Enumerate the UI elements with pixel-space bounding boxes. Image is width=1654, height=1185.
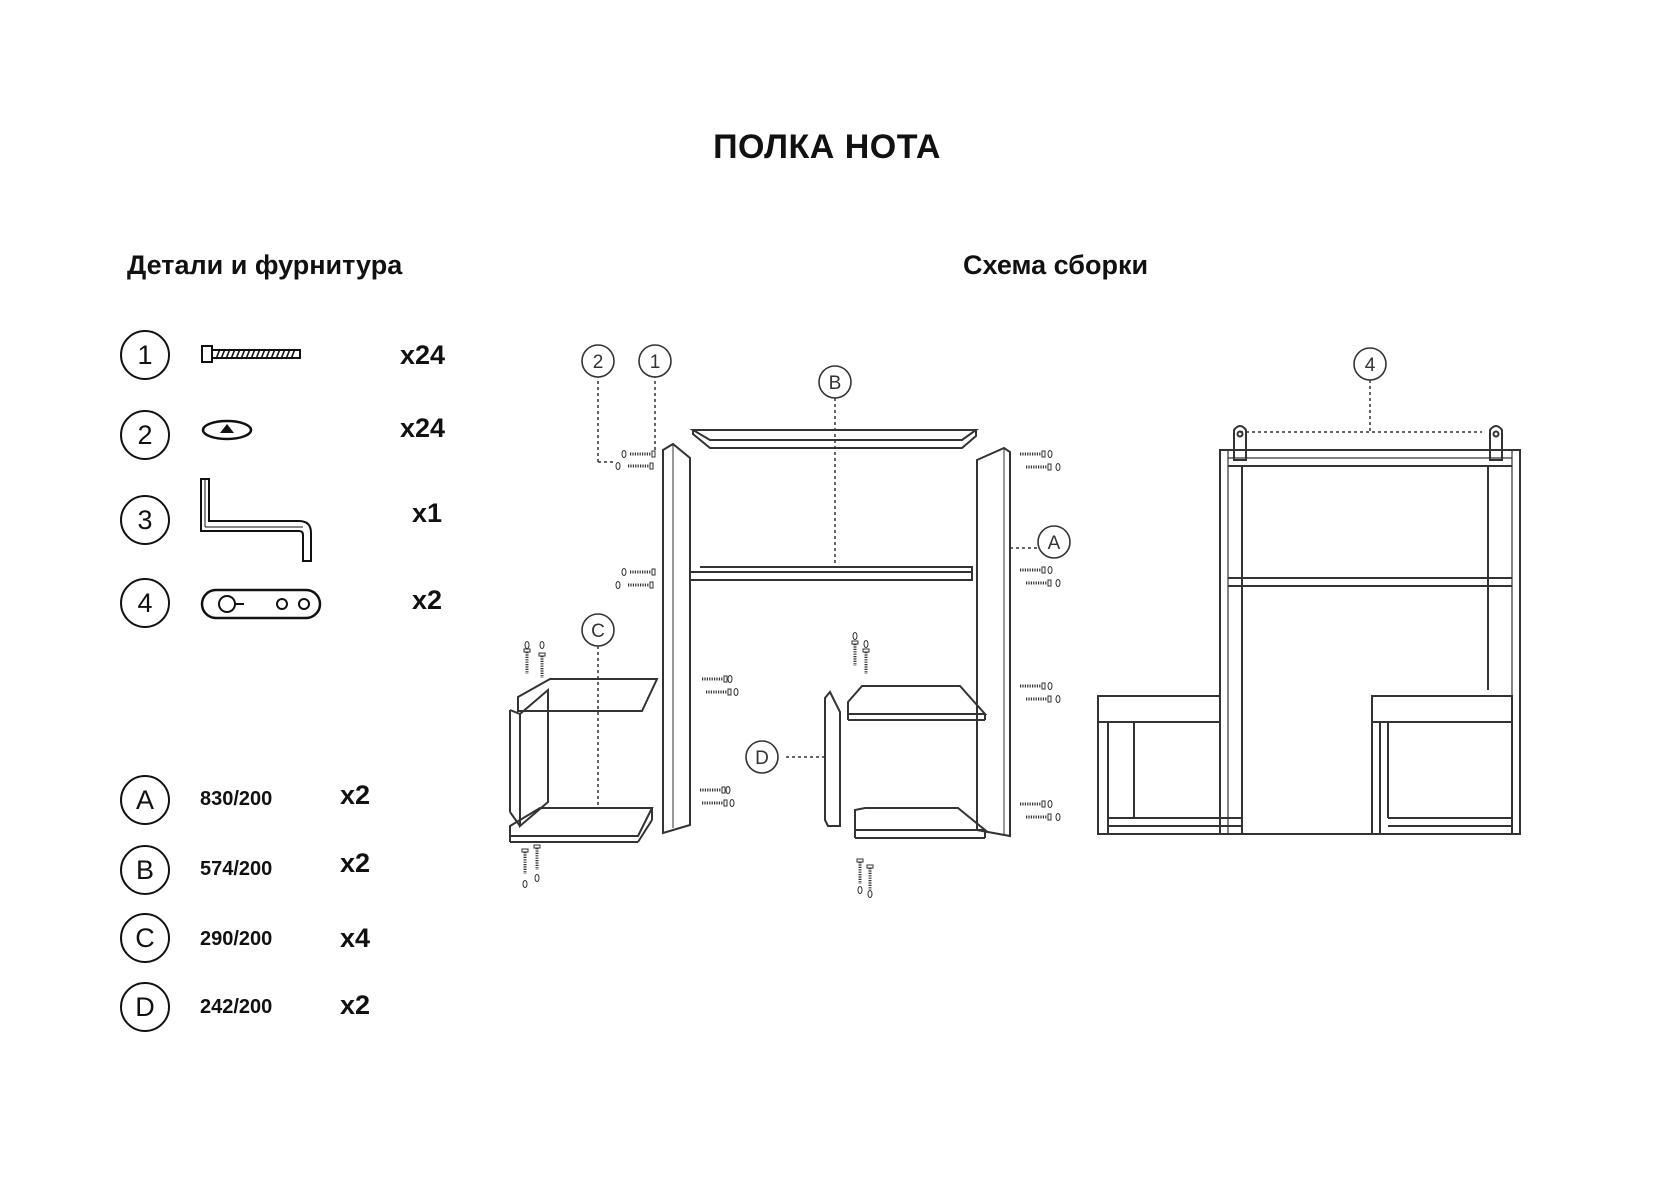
- panel-item-a: A: [120, 775, 170, 825]
- hardware-qty-1: x24: [400, 340, 446, 370]
- hardware-item-1: 1: [120, 330, 170, 380]
- parts-section-title: Детали и фурнитура: [127, 250, 403, 280]
- top-shelf: [689, 429, 980, 441]
- hardware-item-3: 3: [120, 495, 170, 545]
- panel-size-b: 574/200: [200, 858, 273, 880]
- panel-letter: B: [120, 845, 170, 895]
- label-screw: 1: [650, 352, 661, 373]
- panel-qty-a: x2: [340, 780, 371, 810]
- scheme-section-title: Схема сборки: [963, 250, 1149, 280]
- panel-item-c: C: [120, 913, 170, 963]
- hardware-qty-2: x24: [400, 413, 446, 443]
- hardware-item-2: 2: [120, 410, 170, 460]
- hex-key-icon: [200, 478, 312, 562]
- panel-letter: D: [120, 982, 170, 1032]
- label-panel-a: A: [1048, 533, 1061, 554]
- panel-qty-d: x2: [340, 990, 371, 1020]
- hardware-qty-3: x1: [412, 498, 443, 528]
- label-panel-c: C: [591, 621, 605, 642]
- screw-cap-icon: [201, 419, 253, 441]
- hanging-bracket-icon: [200, 588, 322, 620]
- screw-icon: [201, 345, 301, 363]
- hardware-number: 1: [120, 330, 170, 380]
- side-panel-right: [976, 446, 1011, 838]
- middle-cube-side: [824, 690, 841, 827]
- panel-qty-b: x2: [340, 848, 371, 878]
- left-cube-bottom: [509, 807, 654, 837]
- page-title: ПОЛКА НОТА: [713, 128, 941, 166]
- panel-letter: A: [120, 775, 170, 825]
- hardware-qty-4: x2: [412, 585, 443, 615]
- side-panel-left: [662, 442, 691, 835]
- label-cap: 2: [593, 352, 604, 373]
- panel-letter: C: [120, 913, 170, 963]
- left-cube-top: [517, 678, 659, 712]
- middle-cube-bottom: [854, 807, 988, 831]
- panel-size-d: 242/200: [200, 996, 273, 1018]
- assembled-shelf: [1097, 425, 1521, 835]
- middle-shelf: [689, 571, 973, 581]
- hardware-item-4: 4: [120, 578, 170, 628]
- panel-size-c: 290/200: [200, 928, 273, 950]
- label-panel-b: B: [829, 373, 842, 394]
- panel-item-b: B: [120, 845, 170, 895]
- hardware-number: 2: [120, 410, 170, 460]
- hardware-number: 4: [120, 578, 170, 628]
- hardware-number: 3: [120, 495, 170, 545]
- middle-cube-top: [847, 685, 988, 715]
- panel-item-d: D: [120, 982, 170, 1032]
- label-bracket: 4: [1365, 355, 1376, 376]
- left-cube-side: [509, 687, 549, 829]
- label-panel-d: D: [755, 748, 769, 769]
- panel-size-a: 830/200: [200, 788, 273, 810]
- panel-qty-c: x4: [340, 923, 371, 953]
